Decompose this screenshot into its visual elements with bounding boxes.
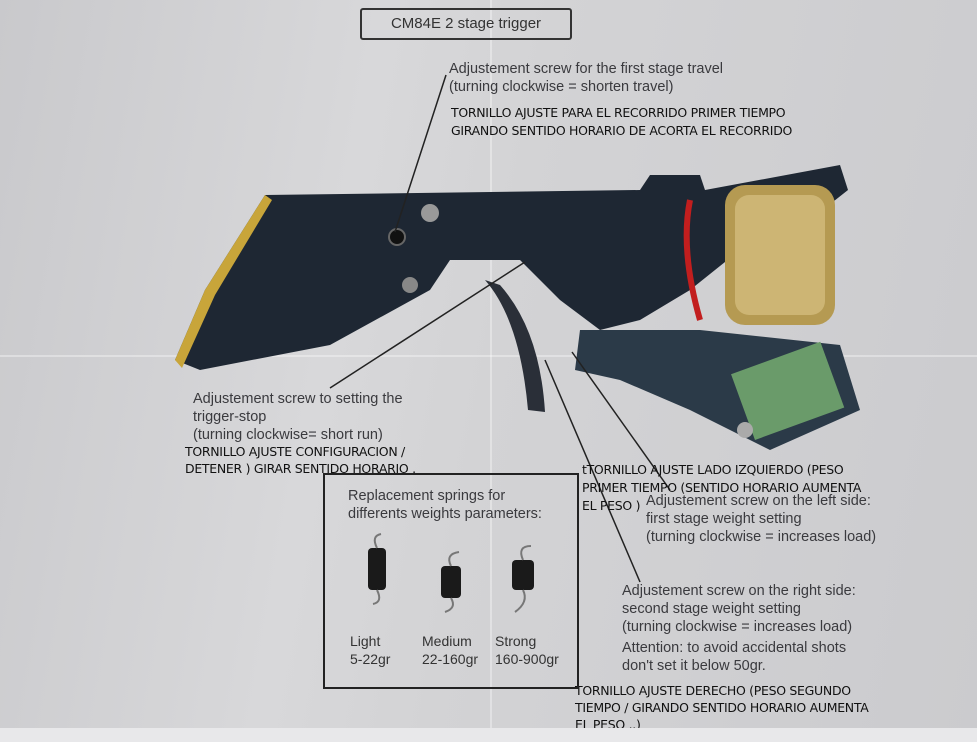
springs-heading: Replacement springs for <box>348 488 506 504</box>
fold-line <box>490 0 492 742</box>
screw-icon <box>388 228 406 246</box>
fold-line <box>0 355 977 357</box>
spring-medium-range: 22-160gr <box>422 651 479 667</box>
screw-icon <box>421 204 439 222</box>
spring-light-range: 5-22gr <box>350 651 391 667</box>
leader-line <box>329 261 526 389</box>
spring-strong-range: 160-900gr <box>495 651 559 667</box>
leader-line <box>571 351 671 491</box>
paper-edge <box>0 728 977 742</box>
trigger-body <box>175 165 848 370</box>
screw-icon <box>737 422 753 438</box>
trigger-blade <box>485 280 545 412</box>
spring-strong-label: Strong <box>495 633 537 649</box>
spring-medium-icon <box>441 551 461 613</box>
spring-medium-label: Medium <box>422 633 472 649</box>
leader-line <box>544 359 641 583</box>
replacement-springs-box <box>323 473 579 689</box>
document-title: CM84E 2 stage trigger <box>360 8 572 40</box>
springs-heading: differents weights parameters: <box>348 506 542 522</box>
spring-strong-icon <box>512 545 534 613</box>
screw-icon <box>402 277 418 293</box>
leader-line <box>394 74 447 233</box>
spring-light-label: Light <box>350 633 381 649</box>
spring-light-icon <box>368 533 386 605</box>
